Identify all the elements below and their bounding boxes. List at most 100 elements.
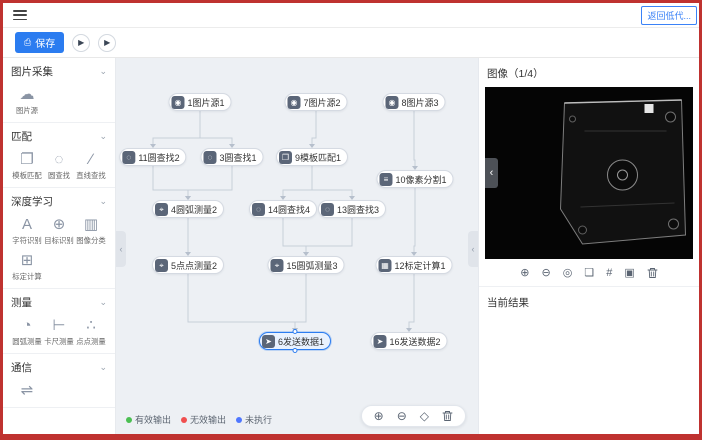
legend-item: 未执行 — [236, 413, 272, 426]
flow-node-label: 16发送数据2 — [389, 336, 441, 347]
prev-image-button[interactable]: ‹ — [485, 158, 498, 188]
tool-item-cloud-camera[interactable]: ☁图片源 — [11, 82, 43, 118]
flow-node-3[interactable]: ◌3圆查找1 — [200, 148, 264, 166]
char-recognition-icon: A — [21, 216, 32, 233]
point-measure-icon: ∴ — [86, 317, 96, 334]
flow-node-16[interactable]: ➤16发送数据2 — [370, 332, 448, 350]
flow-node-6[interactable]: ➤6发送数据1 — [258, 329, 332, 353]
palette-section-title: 测量 — [11, 297, 32, 309]
run-continuous-button[interactable]: ▶ — [98, 33, 117, 52]
palette-section-header-0[interactable]: 图片采集⌄ — [11, 64, 107, 79]
tool-item-template-match[interactable]: ❐模板匹配 — [11, 147, 43, 183]
template-match-icon: ❐ — [278, 150, 292, 164]
legend-item: 有效输出 — [126, 413, 171, 426]
flow-canvas-wrap: ‹ 有效输出无效输出未执行 ⊕⊖◇ ◉1图片源1◉7图片源2◉8图片源3◌11圆… — [116, 58, 478, 434]
circle-find-icon: ◌ — [320, 202, 334, 216]
palette-section-header-2[interactable]: 深度学习⌄ — [11, 194, 107, 209]
image-result-panel: 图像（1/4） ‹ — [478, 58, 699, 434]
flow-node-10[interactable]: ≡10像素分割1 — [376, 170, 454, 188]
palette-section-4: 通信⌄ ⇌ — [3, 354, 115, 408]
chevron-down-icon: ⌄ — [99, 131, 107, 141]
flow-node-9[interactable]: ❐9模板匹配1 — [275, 148, 349, 166]
zoom-out-icon[interactable]: ⊖ — [541, 266, 551, 279]
grid-icon[interactable]: # — [606, 266, 613, 279]
flow-node-5[interactable]: ⌖5点点测量2 — [151, 256, 225, 274]
image-source-icon: ◉ — [171, 95, 185, 109]
tool-item-caliper-measure[interactable]: ⊢卡尺测量 — [43, 313, 75, 349]
node-port-top[interactable] — [292, 329, 298, 334]
tool-item-image-classify[interactable]: ▥图像分类 — [75, 212, 107, 248]
edge-arrow-icon — [280, 196, 286, 200]
palette-section-title: 通信 — [11, 362, 32, 374]
circle-find-icon: ◌ — [203, 150, 217, 164]
palette-section-header-4[interactable]: 通信⌄ — [11, 360, 107, 375]
run-toolbar: ⎙ 保存 ▶ ▶ — [3, 28, 699, 58]
legend-label: 有效输出 — [135, 415, 172, 425]
flow-edge — [311, 111, 317, 144]
back-to-lowcode-button[interactable]: 返回低代... — [641, 5, 697, 25]
play-loop-icon: ▶ — [104, 38, 111, 47]
save-button[interactable]: ⎙ 保存 — [15, 32, 65, 53]
legend-item: 无效输出 — [181, 413, 226, 426]
sidebar-collapse-handle[interactable]: ‹ — [116, 230, 126, 267]
calibration-icon: ▦ — [378, 258, 392, 272]
flow-node-7[interactable]: ◉7图片源2 — [284, 93, 348, 111]
play-icon: ▶ — [78, 38, 85, 47]
fullscreen-icon[interactable]: ❏ — [584, 266, 595, 279]
flow-node-12[interactable]: ▦12标定计算1 — [375, 256, 453, 274]
flow-node-13[interactable]: ◌13圆查找3 — [317, 200, 387, 218]
caliper-measure-icon: ⊢ — [52, 317, 66, 334]
panel-collapse-handle[interactable]: ‹ — [468, 230, 478, 267]
tool-item-calibration-calc[interactable]: ⊞标定计算 — [11, 248, 43, 284]
node-port-bottom[interactable] — [292, 348, 298, 353]
flow-node-label: 10像素分割1 — [395, 174, 447, 185]
tool-item-label: 图片源 — [15, 106, 39, 115]
zoom-out-icon[interactable]: ⊖ — [396, 409, 407, 423]
image-viewer[interactable]: ‹ — [485, 87, 693, 259]
zoom-in-icon[interactable]: ⊕ — [373, 409, 384, 423]
flow-node-label: 4圆弧测量2 — [170, 204, 218, 215]
flow-node-8[interactable]: ◉8图片源3 — [382, 93, 446, 111]
flow-node-15[interactable]: ⌖15圆弧测量3 — [267, 256, 345, 274]
flow-edge — [152, 111, 201, 144]
flow-node-label: 11圆查找2 — [138, 152, 180, 163]
tool-item-label: 字符识别 — [12, 236, 42, 245]
tool-item-comm[interactable]: ⇌ — [11, 378, 43, 403]
arc-measure-icon: ◔ — [22, 317, 32, 334]
line-find-icon: ∕ — [89, 151, 93, 168]
palette-section-0: 图片采集⌄ ☁图片源 — [3, 58, 115, 123]
flow-canvas[interactable]: 有效输出无效输出未执行 ⊕⊖◇ ◉1图片源1◉7图片源2◉8图片源3◌11圆查找… — [116, 58, 478, 434]
tool-item-circle-find[interactable]: ◌圆查找 — [43, 147, 75, 183]
fit-view-icon[interactable]: ◇ — [419, 409, 429, 423]
tool-item-arc-measure[interactable]: ◔ 圆弧测量 — [11, 313, 43, 349]
compare-icon[interactable]: ▣ — [624, 266, 635, 279]
locate-icon[interactable]: ◎ — [562, 266, 573, 279]
palette-section-header-1[interactable]: 匹配⌄ — [11, 129, 107, 144]
tool-item-label: 目标识别 — [44, 236, 74, 245]
tool-item-target-recognition[interactable]: ⊕目标识别 — [43, 212, 75, 248]
palette-section-header-3[interactable]: 测量⌄ — [11, 295, 107, 310]
flow-node-4[interactable]: ⌖4圆弧测量2 — [151, 200, 225, 218]
tool-item-label: 圆弧测量 — [12, 337, 42, 346]
tool-item-char-recognition[interactable]: A 字符识别 — [11, 212, 43, 248]
top-header: 返回低代... — [3, 3, 699, 28]
delete-icon[interactable] — [442, 410, 453, 422]
zoom-in-icon[interactable]: ⊕ — [520, 266, 530, 279]
tool-item-line-find[interactable]: ∕直线查找 — [75, 147, 107, 183]
menu-icon[interactable] — [13, 10, 27, 20]
send-data-icon: ➤ — [261, 334, 275, 348]
delete-icon[interactable] — [647, 267, 658, 279]
edge-arrow-icon — [185, 196, 191, 200]
image-toolbar: ⊕ ⊖ ◎ ❏ # ▣ — [479, 259, 699, 287]
flow-node-1[interactable]: ◉1图片源1 — [168, 93, 232, 111]
comm-icon: ⇌ — [20, 382, 34, 399]
flow-node-11[interactable]: ◌11圆查找2 — [119, 148, 187, 166]
palette-section-title: 深度学习 — [11, 196, 53, 208]
calibration-calc-icon: ⊞ — [20, 252, 34, 269]
run-once-button[interactable]: ▶ — [72, 33, 91, 52]
image-source-icon: ◉ — [287, 95, 301, 109]
flow-node-14[interactable]: ◌14圆查找4 — [248, 200, 318, 218]
palette-section-2: 深度学习⌄ A 字符识别⊕目标识别▥图像分类 ⊞标定计算 — [3, 188, 115, 289]
tool-item-point-measure[interactable]: ∴点点测量 — [75, 313, 107, 349]
